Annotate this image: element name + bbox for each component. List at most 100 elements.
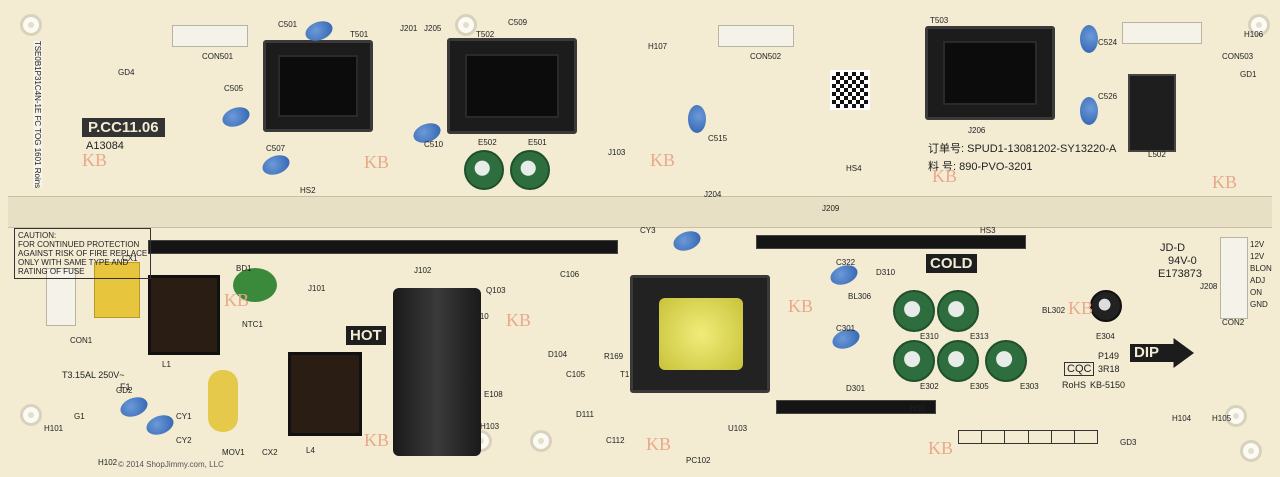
- ref-label: CON502: [750, 52, 782, 61]
- con2-pin-label: BLON: [1250, 264, 1272, 273]
- ref-label: E501: [528, 138, 547, 147]
- connector-con501: [172, 25, 248, 47]
- cqc-code: P149: [1098, 351, 1120, 361]
- ref-label: BD1: [236, 264, 252, 273]
- ref-label: D310: [876, 268, 896, 277]
- ntc-thermistor: [233, 268, 277, 302]
- ref-label: J208: [1200, 282, 1218, 291]
- heatsink-hs2: [148, 240, 618, 254]
- filter-cap-cx1: [94, 262, 140, 318]
- choke-l502: [1128, 74, 1176, 152]
- ref-label: C105: [566, 370, 586, 379]
- capacitor-c524: [1080, 25, 1098, 53]
- ref-label: L4: [306, 446, 315, 455]
- connector-con2: [1220, 237, 1248, 319]
- ref-label: H104: [1172, 414, 1192, 423]
- ref-label: GD3: [1120, 438, 1137, 447]
- ref-label: GD2: [116, 386, 133, 395]
- ref-label: L1: [162, 360, 171, 369]
- ref-label: E313: [970, 332, 989, 341]
- caution-block: CAUTION: FOR CONTINUED PROTECTION AGAINS…: [14, 228, 152, 279]
- connector-con502: [718, 25, 794, 47]
- ref-label: GD1: [1240, 70, 1257, 79]
- watermark: KB: [788, 296, 814, 316]
- ref-label: C112: [606, 436, 625, 445]
- con2-pin-label: GND: [1250, 300, 1268, 309]
- ul-file-number: E173873: [1158, 268, 1203, 280]
- fuse-ref: F1: [120, 382, 131, 392]
- ref-label: H107: [648, 42, 668, 51]
- choke-l1: [148, 275, 220, 355]
- capacitor-c526: [1080, 97, 1098, 125]
- heatsink-hs5: [776, 400, 936, 414]
- ref-label: T501: [350, 30, 369, 39]
- ref-label: CY1: [176, 412, 192, 421]
- ref-label: CX2: [262, 448, 278, 457]
- capacitor-cy2: [143, 411, 177, 439]
- ref-label: E303: [1020, 382, 1039, 391]
- ref-label: L502: [1148, 150, 1166, 159]
- mounting-hole: [20, 404, 42, 426]
- watermark: KB: [224, 290, 250, 310]
- watermark: KB: [646, 434, 672, 454]
- ref-label: D104: [548, 350, 568, 359]
- ref-label: R169: [604, 352, 624, 361]
- side-sticker: TSE0B1P31C4N-1E FC TOG 1601 Roins: [33, 40, 43, 189]
- ref-label: H101: [44, 424, 64, 433]
- ref-label: Q103: [486, 286, 506, 295]
- ref-label: C322: [836, 258, 856, 267]
- connector-con1: [46, 268, 76, 326]
- ref-label: G1: [74, 412, 85, 421]
- mounting-hole: [20, 14, 42, 36]
- ref-label: C515: [708, 134, 728, 143]
- ref-label: C510: [424, 140, 444, 149]
- capacitor-c505: [219, 103, 253, 131]
- ref-label: HS4: [846, 164, 862, 173]
- watermark: KB: [928, 438, 954, 458]
- ref-label: E108: [484, 390, 503, 399]
- watermark: KB: [506, 310, 532, 330]
- choke-l4: [288, 352, 362, 436]
- ul-mark: JD-D: [1160, 242, 1186, 254]
- hot-label: HOT: [346, 326, 386, 345]
- ref-label: CON501: [202, 52, 234, 61]
- board-cut-strip: [8, 196, 1272, 228]
- transformer-t503: [925, 26, 1055, 120]
- ref-label: MOV1: [222, 448, 245, 457]
- tuning-strip: [958, 430, 1098, 444]
- ref-label: C509: [508, 18, 528, 27]
- ref-label: C301: [836, 324, 856, 333]
- ref-label: U103: [728, 424, 748, 433]
- capacitor-e310: [893, 290, 935, 332]
- ref-label: BL302: [1042, 306, 1066, 315]
- ref-label: CX1: [122, 254, 138, 263]
- ref-label: J204: [704, 190, 722, 199]
- cqc-date: 3R18: [1098, 364, 1120, 374]
- ref-label: T503: [930, 16, 949, 25]
- watermark: KB: [650, 150, 676, 170]
- ref-label: E302: [920, 382, 939, 391]
- ref-label: HS3: [980, 226, 996, 235]
- watermark: KB: [1068, 298, 1094, 318]
- ref-label: J110: [472, 312, 489, 321]
- order-number: 订单号: SPUD1-13081202-SY13220-A: [928, 143, 1117, 155]
- capacitor-e313: [937, 290, 979, 332]
- watermark: KB: [932, 166, 958, 186]
- board-part-number: A13084: [86, 140, 124, 152]
- ref-label: H105: [1212, 414, 1232, 423]
- ref-label: CON503: [1222, 52, 1254, 61]
- ref-label: GD4: [118, 68, 135, 77]
- ref-label: CON1: [70, 336, 93, 345]
- mov-varistor: [208, 370, 238, 432]
- ref-label: J206: [968, 126, 986, 135]
- capacitor-e304: [1090, 290, 1122, 322]
- ref-label: E310: [920, 332, 939, 341]
- cqc-mark: CQC: [1064, 362, 1095, 376]
- transformer-t501: [263, 40, 373, 132]
- ref-label: HS5: [910, 404, 926, 413]
- board-model: P.CC11.06: [82, 118, 165, 137]
- ref-label: D111: [576, 410, 594, 419]
- ref-label: E502: [478, 138, 497, 147]
- mounting-hole: [455, 14, 477, 36]
- capacitor-cy3: [670, 227, 704, 255]
